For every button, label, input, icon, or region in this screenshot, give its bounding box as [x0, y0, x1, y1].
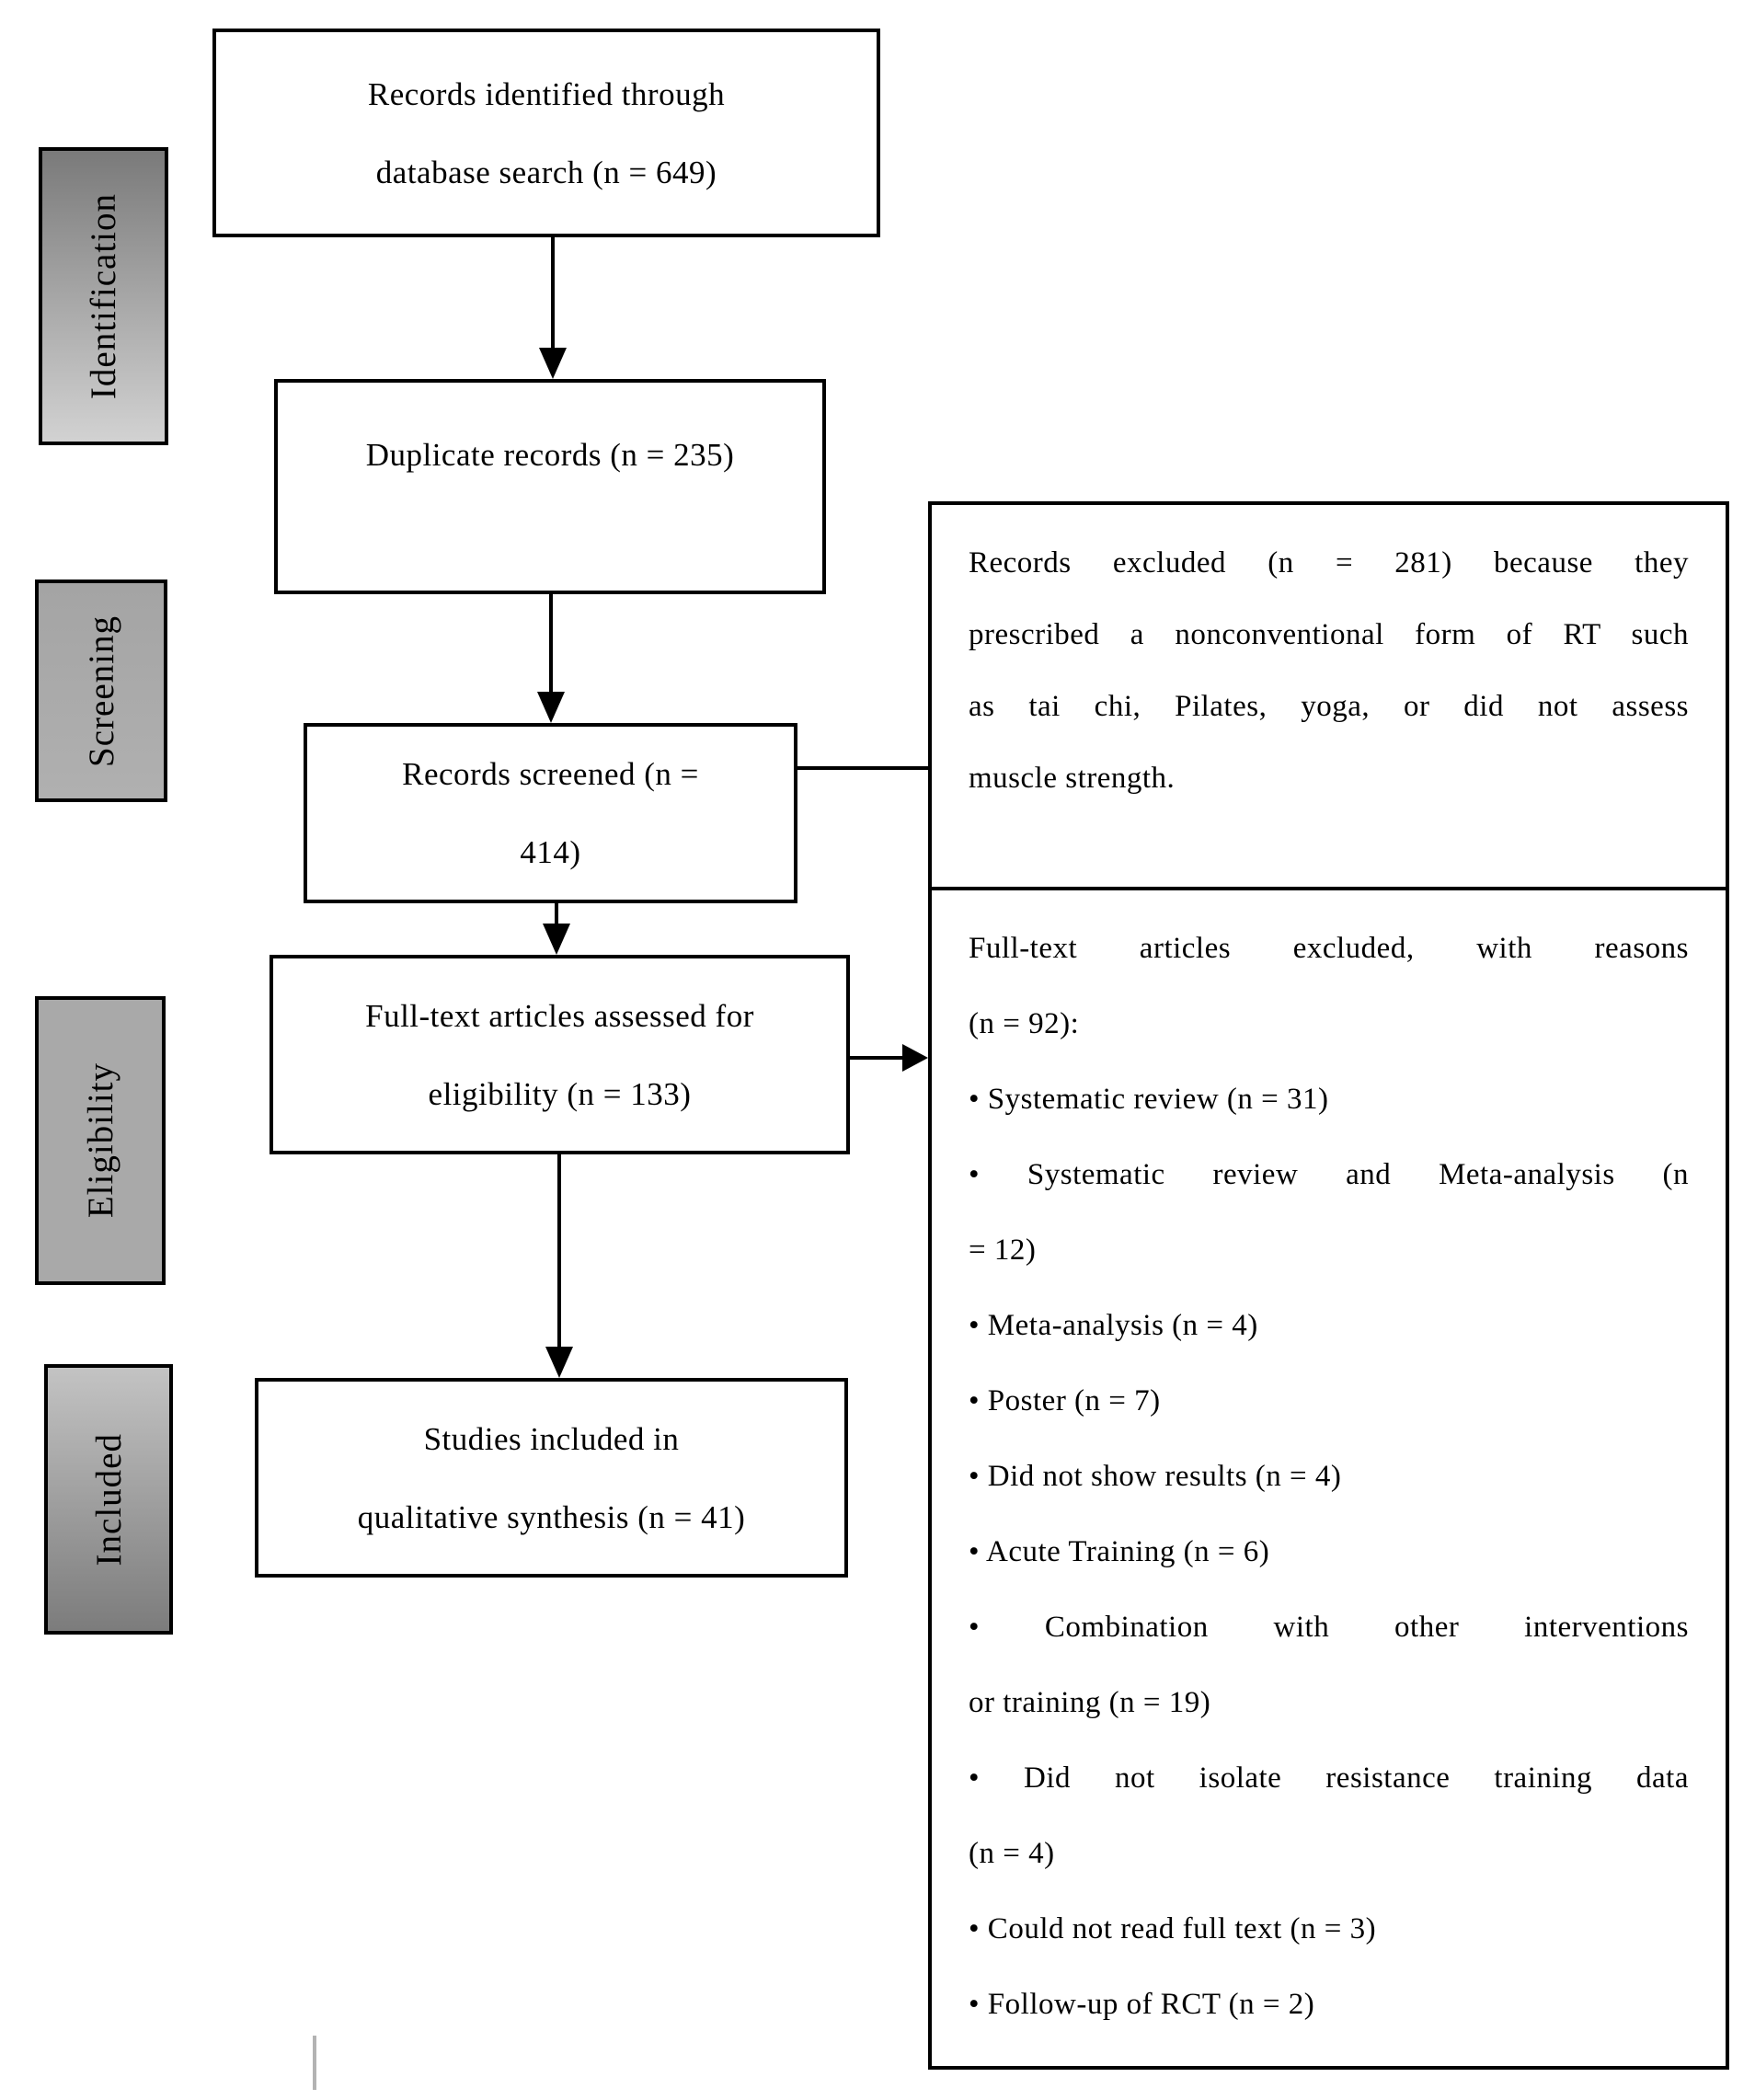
records-excluded-line3: as tai chi, Pilates, yoga, or did not as…	[969, 690, 1689, 723]
fulltext-excluded-reason-combination-line2: or training (n = 19)	[969, 1686, 1211, 1719]
arrow-fulltext-to-included-shaft	[557, 1154, 561, 1347]
fulltext-excluded-line2: (n = 92):	[969, 1007, 1080, 1040]
arrow-fulltext-to-included-head-icon	[545, 1347, 573, 1378]
fulltext-excluded-reason-no-isolation-line2: (n = 4)	[969, 1837, 1055, 1870]
fulltext-excluded-reason-sr-meta-line2: = 12)	[969, 1234, 1037, 1267]
flow-box-fulltext-assessed-line1: Full-text articles assessed for	[365, 997, 754, 1034]
stage-label-included-text: Included	[88, 1432, 129, 1566]
arrow-duplicates-to-screened-shaft	[549, 594, 553, 692]
flow-box-duplicate-records-line1: Duplicate records (n = 235)	[365, 437, 735, 473]
flow-box-records-identified-line1: Records identified through	[367, 75, 726, 112]
stage-label-included: Included	[44, 1364, 173, 1635]
stage-label-eligibility: Eligibility	[35, 996, 166, 1285]
fulltext-excluded-reason-meta-analysis: • Meta-analysis (n = 4)	[969, 1309, 1258, 1342]
stage-label-eligibility-text: Eligibility	[80, 1062, 120, 1219]
flow-box-studies-included-line1: Studies included in	[423, 1420, 680, 1457]
fulltext-excluded-reason-no-isolation-line1: • Did not isolate resistance training da…	[969, 1761, 1689, 1795]
arrow-fulltext-to-reasons-head-icon	[902, 1044, 928, 1072]
fulltext-excluded-line1: Full-text articles excluded, with reason…	[969, 932, 1689, 965]
exclusion-box-fulltext-excluded: Full-text articles excluded, with reason…	[928, 887, 1729, 2070]
stage-label-identification: Identification	[39, 147, 168, 445]
fulltext-excluded-reason-combination-line1: • Combination with other interventions	[969, 1611, 1689, 1644]
flow-box-fulltext-assessed-line2: eligibility (n = 133)	[428, 1075, 692, 1112]
arrow-duplicates-to-screened-head-icon	[537, 692, 565, 723]
fulltext-excluded-reason-acute-training: • Acute Training (n = 6)	[969, 1535, 1270, 1568]
flow-box-duplicate-records: Duplicate records (n = 235)	[274, 379, 826, 594]
records-excluded-line1: Records excluded (n = 281) because they	[969, 546, 1689, 580]
stage-label-screening-text: Screening	[81, 614, 121, 767]
flow-box-records-screened-line1: Records screened (n =	[402, 756, 699, 792]
arrow-fulltext-to-reasons-shaft	[850, 1056, 905, 1060]
flow-box-studies-included-line2: qualitative synthesis (n = 41)	[357, 1498, 746, 1535]
records-excluded-line4: muscle strength.	[969, 762, 1176, 795]
fulltext-excluded-reason-no-results: • Did not show results (n = 4)	[969, 1460, 1342, 1493]
fulltext-excluded-reason-poster: • Poster (n = 7)	[969, 1384, 1161, 1417]
flow-box-records-identified-line2: database search (n = 649)	[375, 154, 717, 190]
stage-label-screening: Screening	[35, 580, 167, 802]
arrow-identified-to-duplicates-shaft	[551, 237, 555, 351]
fulltext-excluded-reason-systematic-review: • Systematic review (n = 31)	[969, 1083, 1329, 1116]
flow-box-studies-included: Studies included in qualitative synthesi…	[255, 1378, 848, 1578]
flow-box-records-screened-line2: 414)	[520, 834, 581, 870]
fulltext-excluded-reason-followup-rct: • Follow-up of RCT (n = 2)	[969, 1988, 1315, 2021]
arrow-screened-to-fulltext-shaft	[555, 903, 558, 927]
flow-box-records-identified: Records identified through database sear…	[212, 29, 880, 237]
fulltext-excluded-reason-sr-meta-line1: • Systematic review and Meta-analysis (n	[969, 1158, 1689, 1191]
arrow-identified-to-duplicates-head-icon	[539, 348, 567, 379]
connector-screened-to-excluded-line	[797, 766, 928, 770]
arrow-screened-to-fulltext-head-icon	[543, 924, 570, 955]
stage-label-identification-text: Identification	[84, 192, 123, 400]
stray-gray-line	[313, 2036, 316, 2090]
flow-box-fulltext-assessed: Full-text articles assessed for eligibil…	[270, 955, 850, 1154]
fulltext-excluded-reason-no-fulltext: • Could not read full text (n = 3)	[969, 1912, 1377, 1945]
exclusion-box-records-excluded: Records excluded (n = 281) because they …	[928, 501, 1729, 890]
flow-box-records-screened: Records screened (n = 414)	[304, 723, 797, 903]
records-excluded-line2: prescribed a nonconventional form of RT …	[969, 618, 1689, 651]
